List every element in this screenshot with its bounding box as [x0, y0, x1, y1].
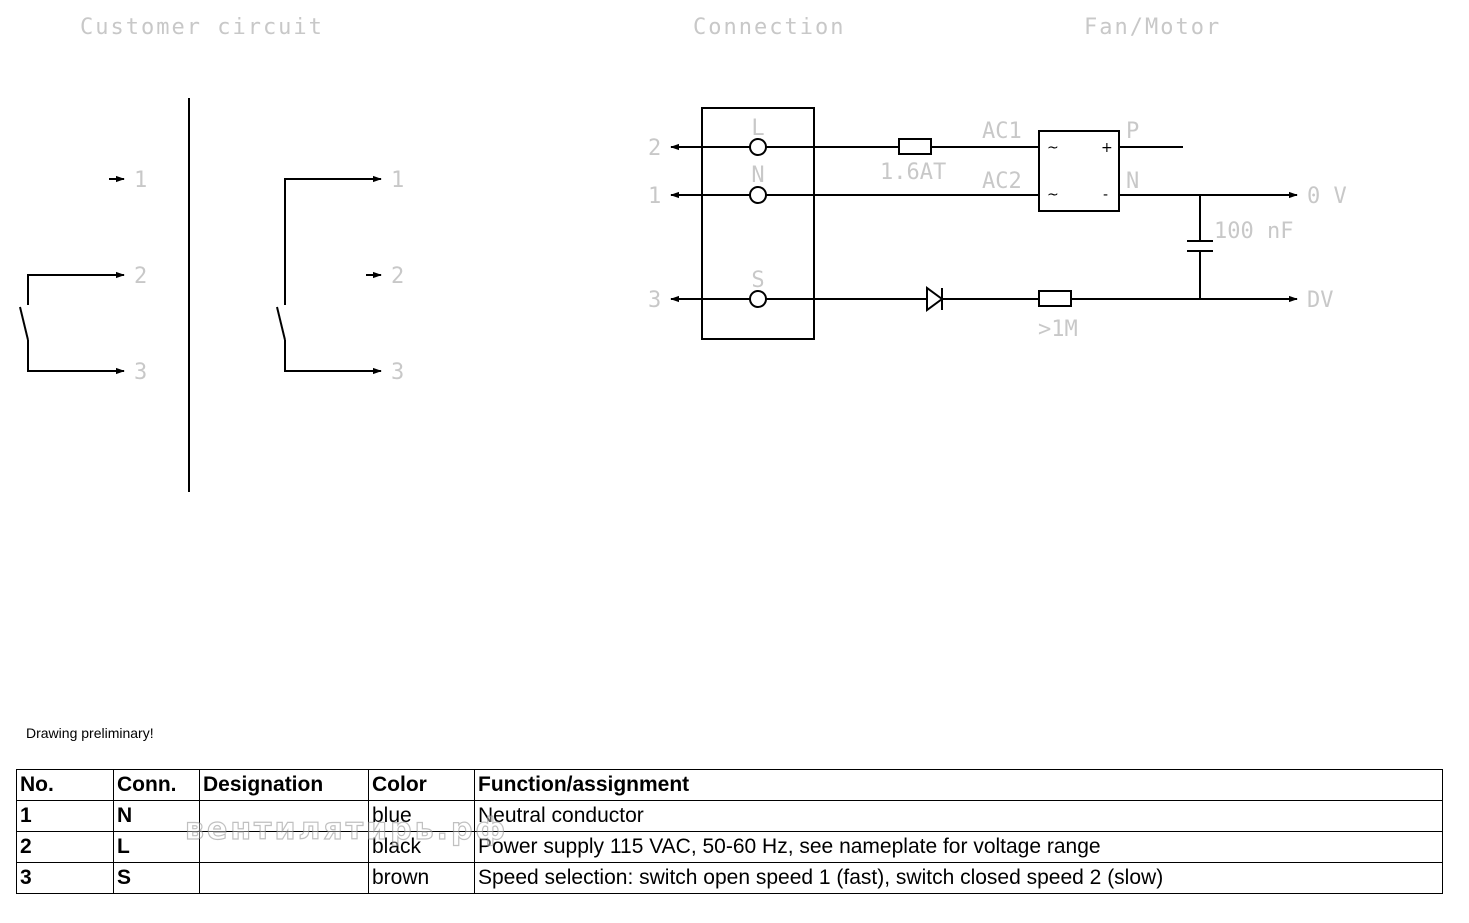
rectifier-ac2-label: AC2 [982, 169, 1022, 194]
rectifier [1038, 130, 1120, 212]
cell-function: Speed selection: switch open speed 1 (fa… [474, 862, 1443, 894]
terminal-label-l: L [751, 116, 764, 141]
diode [926, 286, 944, 312]
capacitor-label: 100 nF [1214, 219, 1293, 244]
customer-variant-right: 1 2 3 [276, 168, 404, 385]
header-color: Color [368, 769, 475, 801]
output-0v-label: 0 V [1307, 184, 1347, 209]
pin-label-3: 3 [134, 360, 147, 385]
pin-arrow-3 [27, 340, 125, 375]
cell-function: Neutral conductor [474, 800, 1443, 832]
pin-label-2: 2 [391, 264, 404, 289]
cell-no: 1 [16, 800, 114, 832]
rectifier-ac1-symbol: ~ [1047, 140, 1059, 156]
table-row: 3 S brown Speed selection: switch open s… [16, 862, 1443, 894]
pin-arrow-1 [284, 175, 382, 305]
header-function: Function/assignment [474, 769, 1443, 801]
heading-customer-circuit: Customer circuit [80, 15, 324, 40]
pin-label-2: 2 [134, 264, 147, 289]
terminal-label-s: S [751, 268, 764, 293]
cell-conn: N [113, 800, 200, 832]
wire-number-2: 2 [648, 136, 661, 161]
rectifier-p-label: P [1126, 119, 1139, 144]
heading-connection: Connection [693, 15, 845, 40]
cell-designation [199, 862, 369, 894]
pin-label-3: 3 [391, 360, 404, 385]
cell-function: Power supply 115 VAC, 50-60 Hz, see name… [474, 831, 1443, 863]
rectifier-minus-symbol: - [1103, 187, 1108, 203]
rectifier-ac2-symbol: ~ [1047, 187, 1059, 203]
cell-color: black [368, 831, 475, 863]
header-no: No. [16, 769, 114, 801]
header-designation: Designation [199, 769, 369, 801]
rectifier-plus-symbol: + [1101, 140, 1113, 156]
switch-contact [276, 306, 286, 341]
cell-color: brown [368, 862, 475, 894]
resistor [1038, 290, 1072, 307]
table-row: 1 N blue Neutral conductor [16, 800, 1443, 832]
cell-designation [199, 831, 369, 863]
wire-number-1: 1 [648, 184, 661, 209]
pin-label-1: 1 [391, 168, 404, 193]
cell-color: blue [368, 800, 475, 832]
fuse [898, 138, 932, 155]
output-dv-label: DV [1307, 288, 1334, 313]
pin-arrow-2 [27, 271, 125, 305]
cell-conn: L [113, 831, 200, 863]
fuse-label: 1.6AT [880, 160, 946, 185]
rectifier-n-label: N [1126, 169, 1139, 194]
terminal-block [701, 107, 815, 340]
customer-variant-left: 1 2 3 [19, 168, 147, 385]
pin-label-1: 1 [134, 168, 147, 193]
pin-arrow-3 [284, 340, 382, 375]
resistor-label: >1M [1038, 317, 1078, 342]
table-row: 2 L black Power supply 115 VAC, 50-60 Hz… [16, 831, 1443, 863]
cell-designation [199, 800, 369, 832]
pin-assignment-table: No. Conn. Designation Color Function/ass… [16, 769, 1443, 894]
heading-fan-motor: Fan/Motor [1084, 15, 1221, 40]
header-conn: Conn. [113, 769, 200, 801]
wire-number-3: 3 [648, 288, 661, 313]
terminal-l [749, 138, 767, 156]
cell-no: 2 [16, 831, 114, 863]
terminal-n [749, 186, 767, 204]
terminal-s [749, 290, 767, 308]
terminal-label-n: N [751, 163, 764, 188]
cell-conn: S [113, 862, 200, 894]
cell-no: 3 [16, 862, 114, 894]
preliminary-note: Drawing preliminary! [26, 725, 154, 741]
switch-contact [19, 306, 29, 341]
rectifier-ac1-label: AC1 [982, 119, 1022, 144]
table-header-row: No. Conn. Designation Color Function/ass… [16, 769, 1443, 801]
